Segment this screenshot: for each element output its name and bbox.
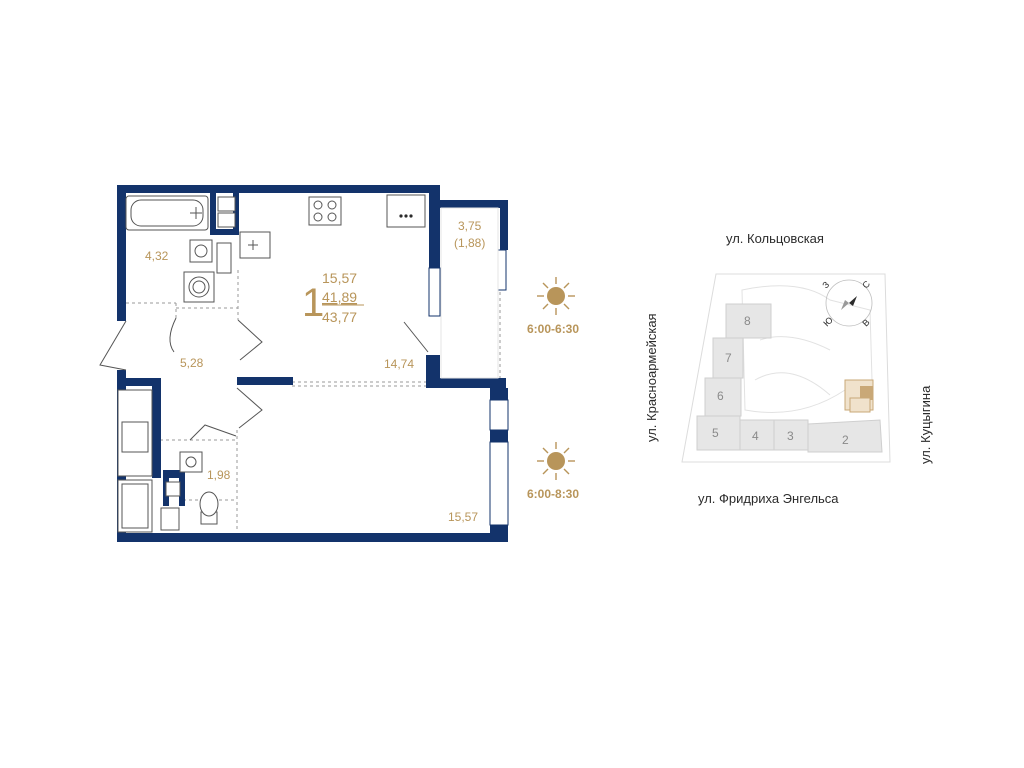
sun-indicator-2: 6:00-8:30 [527,442,579,501]
total-area: 43,77 [322,309,357,325]
selected-building [844,379,874,413]
floor-plan: 4,32 14,74 3,75 (1,88) 5,28 1,98 15,57 1… [99,185,509,542]
compass-icon: С З Ю В [820,278,873,329]
building-7 [712,337,744,379]
site-map: 8 7 6 5 4 3 2 ул. Кольцовская ул. Фридри… [644,231,933,506]
street-west: ул. Красноармейская [644,313,659,442]
compass-south: Ю [821,315,835,329]
building-number-7: 7 [725,351,732,365]
street-south: ул. Фридриха Энгельса [698,491,839,506]
rooms-count: 1 [302,281,324,325]
doors [99,317,429,441]
room-area-balcony-reduced: (1,88) [454,236,485,250]
building-8 [725,303,772,339]
room-area-hall: 5,28 [180,356,204,370]
net-area: 41,89 [322,289,357,305]
sun-icon [537,442,575,480]
building-number-6: 6 [717,389,724,403]
sun-time-bedroom: 6:00-8:30 [527,487,579,501]
building-2 [807,419,883,453]
building-number-4: 4 [752,429,759,443]
compass-east: В [860,317,871,328]
compass-north: С [860,278,872,290]
building-number-8: 8 [744,314,751,328]
sun-time-kitchen: 6:00-6:30 [527,322,579,336]
room-area-bedroom: 15,57 [448,510,478,524]
building-number-3: 3 [787,429,794,443]
sun-icon [537,277,575,315]
street-east: ул. Куцыгина [918,385,933,464]
building-4 [739,419,775,451]
living-area: 15,57 [322,270,357,286]
street-north: ул. Кольцовская [726,231,824,246]
building-3 [773,419,809,451]
sun-indicator-1: 6:00-6:30 [527,277,579,336]
building-number-2: 2 [842,433,849,447]
building-number-5: 5 [712,426,719,440]
room-area-bathroom: 4,32 [145,249,169,263]
room-area-kitchen: 14,74 [384,357,414,371]
compass-west: З [820,279,831,290]
room-area-balcony: 3,75 [458,219,482,233]
room-area-wc: 1,98 [207,468,231,482]
building-6 [704,377,742,417]
